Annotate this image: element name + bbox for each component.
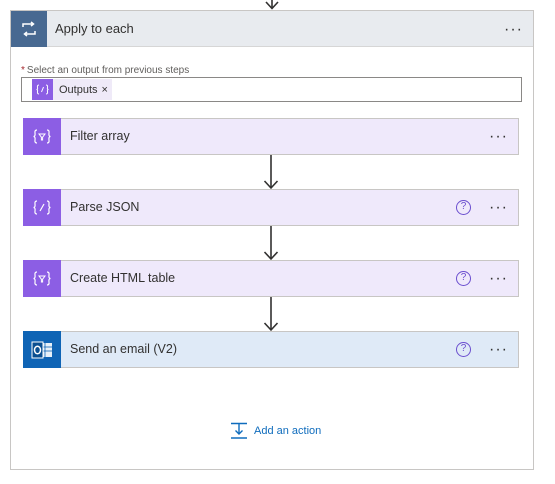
connector-arrow-icon bbox=[263, 155, 279, 190]
help-icon[interactable]: ? bbox=[456, 271, 471, 286]
help-icon[interactable]: ? bbox=[456, 342, 471, 357]
action-more-options-button[interactable]: ··· bbox=[489, 199, 508, 216]
connector-arrow-icon bbox=[263, 297, 279, 332]
action-more-options-button[interactable]: ··· bbox=[489, 270, 508, 287]
add-an-action-button[interactable]: Add an action bbox=[230, 422, 321, 440]
required-mark: * bbox=[21, 65, 25, 76]
help-icon[interactable]: ? bbox=[456, 200, 471, 215]
parse-json-icon bbox=[23, 189, 61, 226]
action-card-send-email[interactable]: Send an email (V2) ? ··· bbox=[23, 331, 519, 368]
action-card-parse-json[interactable]: Parse JSON ? ··· bbox=[23, 189, 519, 226]
action-title: Create HTML table bbox=[70, 271, 176, 285]
loop-icon bbox=[11, 11, 47, 47]
add-action-icon bbox=[231, 422, 247, 439]
apply-to-each-scope: Apply to each ··· *Select an output from… bbox=[10, 10, 534, 470]
output-token-input[interactable]: Outputs × bbox=[21, 77, 522, 102]
expression-icon bbox=[32, 79, 53, 100]
action-card-create-html-table[interactable]: Create HTML table ? ··· bbox=[23, 260, 519, 297]
connector-arrow-icon bbox=[263, 226, 279, 261]
action-title: Parse JSON bbox=[70, 200, 140, 214]
incoming-arrow-icon bbox=[265, 0, 279, 10]
outputs-token-label: Outputs bbox=[59, 83, 98, 96]
action-more-options-button[interactable]: ··· bbox=[489, 128, 508, 145]
outputs-token[interactable]: Outputs × bbox=[32, 79, 112, 100]
loop-more-options-button[interactable]: ··· bbox=[504, 21, 523, 38]
apply-to-each-title: Apply to each bbox=[55, 21, 134, 36]
add-an-action-label: Add an action bbox=[254, 425, 322, 437]
output-field-label-text: Select an output from previous steps bbox=[26, 65, 190, 76]
output-field-label: *Select an output from previous steps bbox=[21, 65, 189, 76]
create-html-table-icon bbox=[23, 260, 61, 297]
action-more-options-button[interactable]: ··· bbox=[489, 341, 508, 358]
filter-array-icon bbox=[23, 118, 61, 155]
remove-token-button[interactable]: × bbox=[101, 83, 108, 96]
action-title: Send an email (V2) bbox=[70, 342, 178, 356]
action-card-filter-array[interactable]: Filter array ··· bbox=[23, 118, 519, 155]
action-title: Filter array bbox=[70, 129, 130, 143]
apply-to-each-header[interactable]: Apply to each ··· bbox=[11, 11, 533, 47]
outlook-icon bbox=[23, 331, 61, 368]
